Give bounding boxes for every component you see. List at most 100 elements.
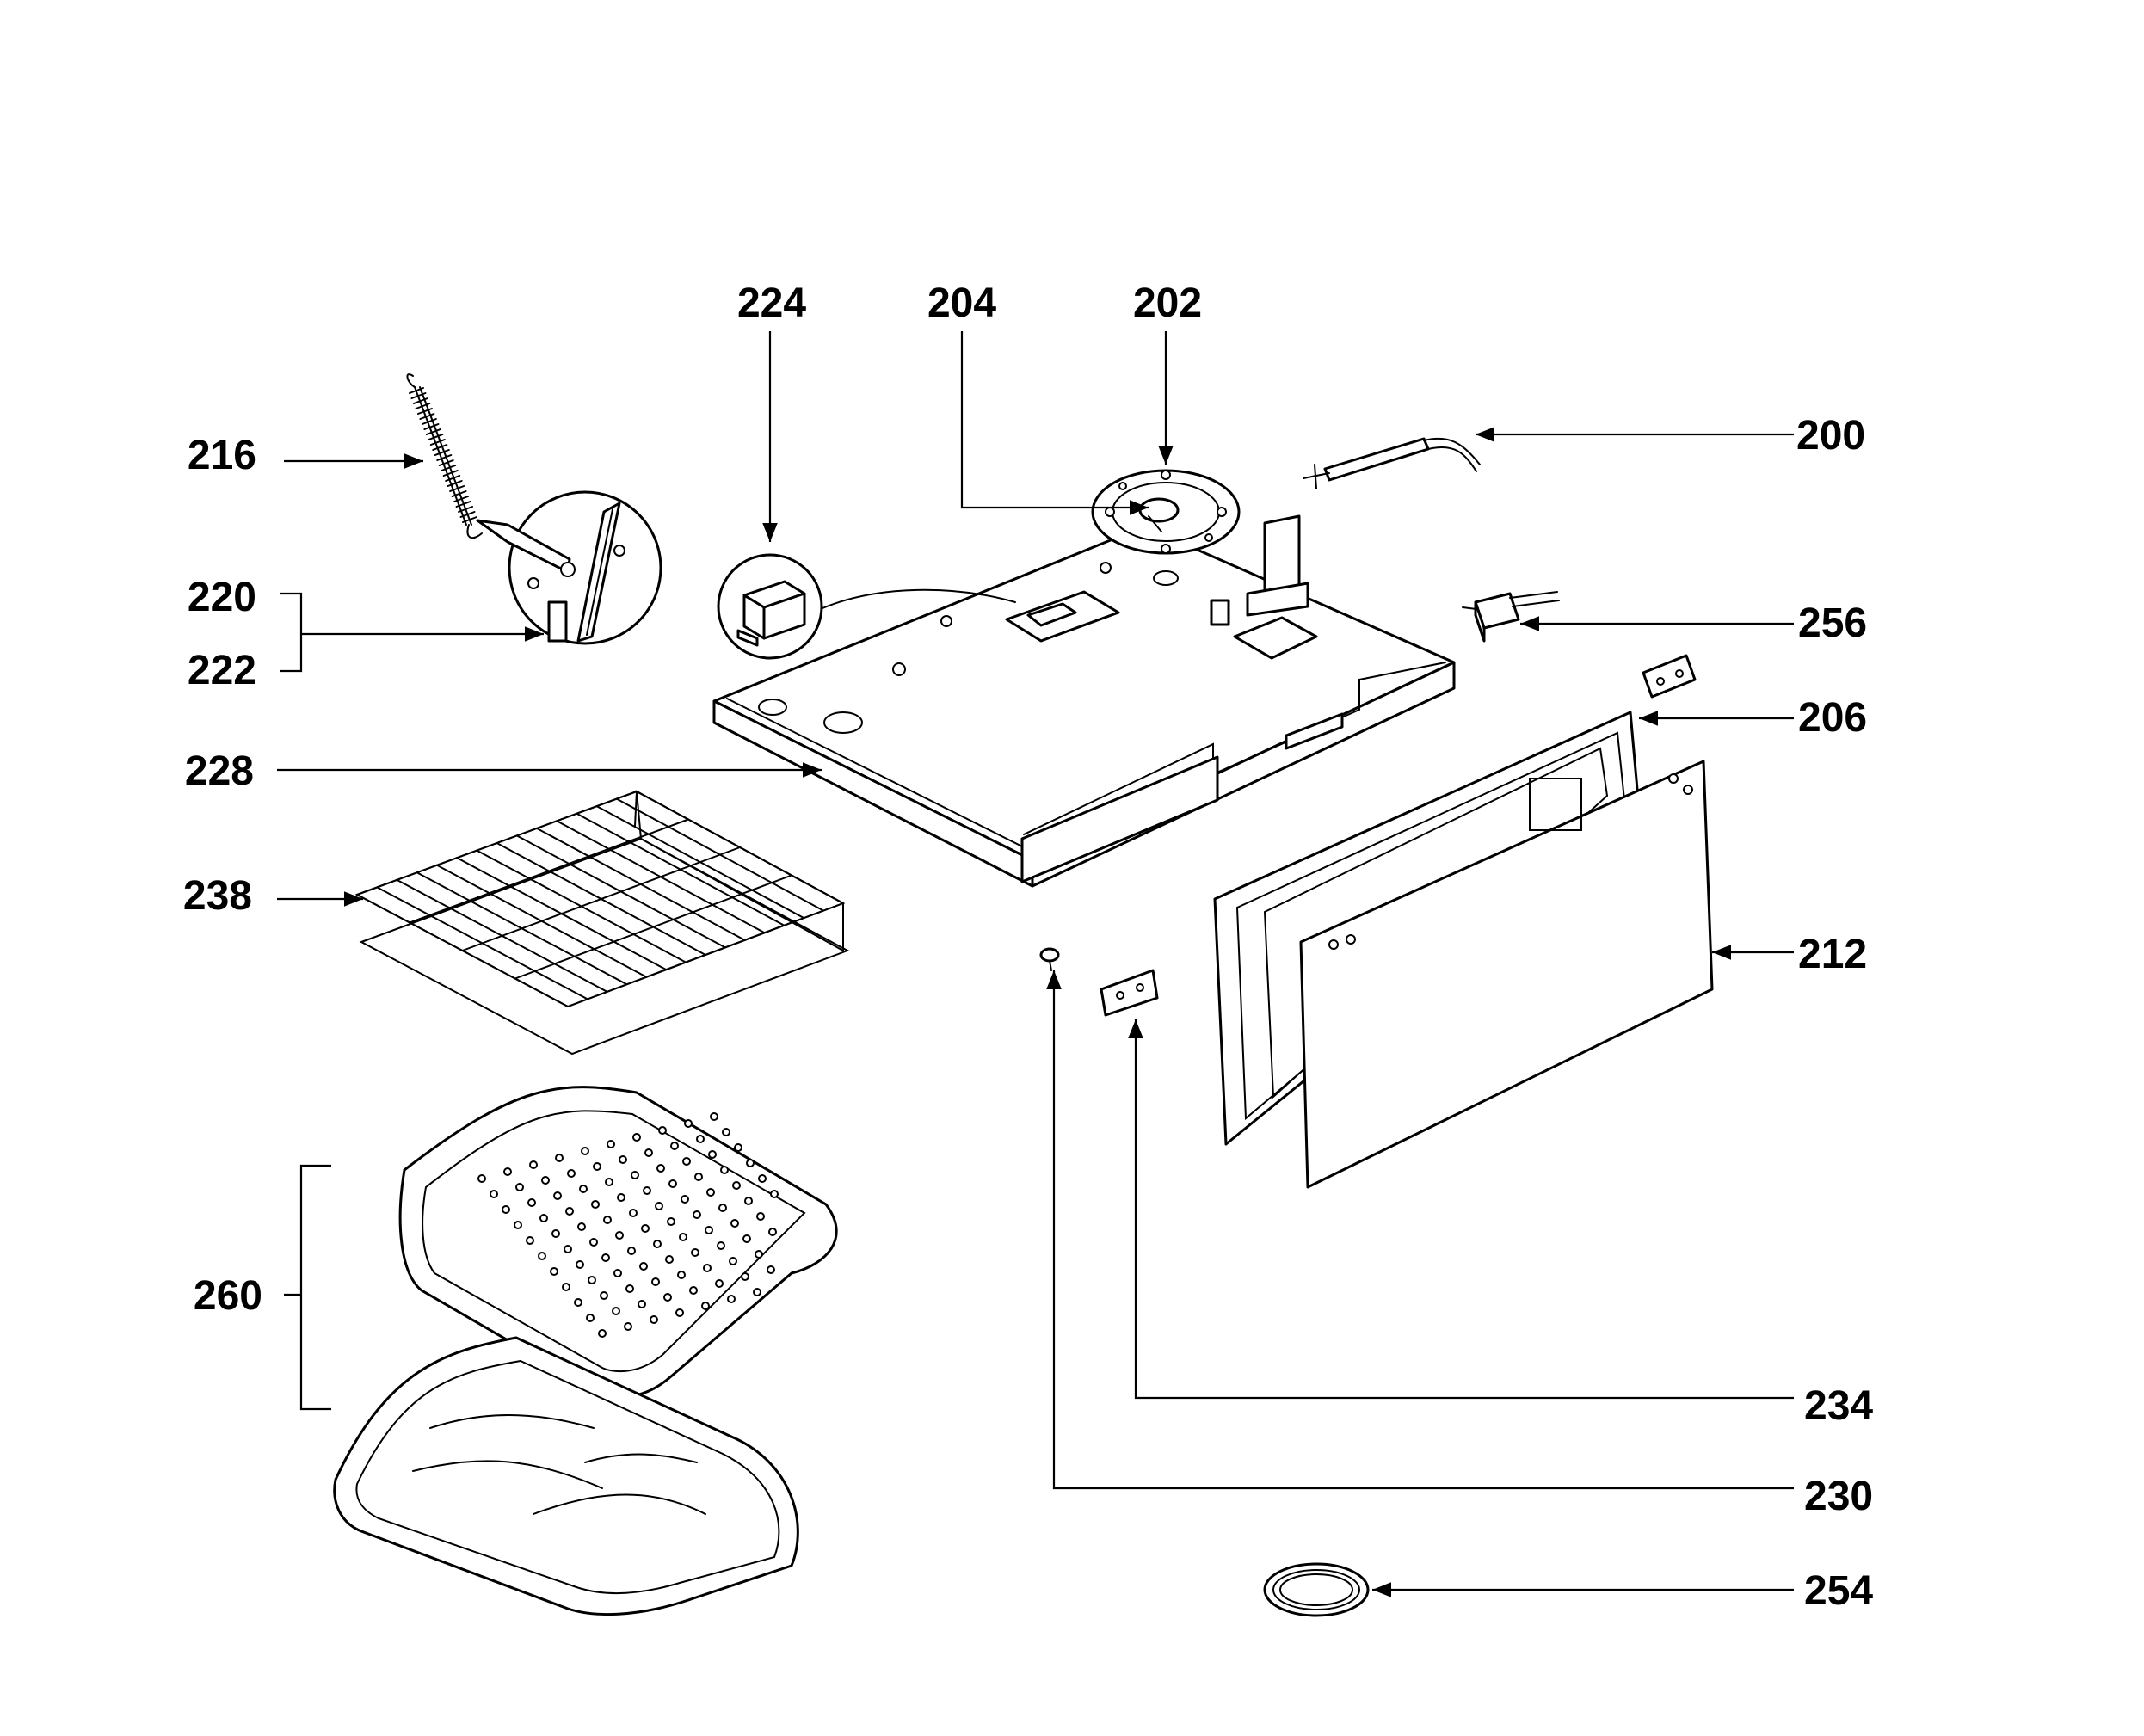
perforation-hole <box>755 1250 763 1259</box>
spring-coil <box>462 516 477 523</box>
perforation-hole <box>529 1160 538 1169</box>
spring-coil <box>442 470 459 477</box>
oven-base-tray-part <box>712 514 1456 888</box>
perforation-hole <box>601 1253 610 1262</box>
perforation-hole <box>655 1202 663 1210</box>
perforation-hole <box>656 1164 665 1173</box>
perforation-hole <box>720 1166 729 1174</box>
perforation-hole <box>629 1209 638 1217</box>
perforation-hole <box>689 1286 698 1295</box>
perforation-hole <box>665 1255 674 1264</box>
hinge-pad-upper-part <box>1642 654 1697 699</box>
perforation-hole <box>767 1265 775 1274</box>
perforation-hole <box>591 1200 600 1209</box>
spring-coil <box>434 449 450 456</box>
perforation-hole <box>658 1126 667 1135</box>
perforation-hole <box>701 1302 710 1310</box>
callout-230: 230 <box>1804 1474 1873 1519</box>
perforation-hole <box>627 1247 636 1255</box>
spring-coil <box>441 465 457 471</box>
grill-pan-part <box>333 1086 838 1616</box>
perforation-hole <box>715 1279 724 1288</box>
perforation-hole <box>641 1224 650 1233</box>
perforation-hole <box>675 1308 684 1317</box>
perforation-hole <box>581 1147 589 1155</box>
perforation-hole <box>631 1171 639 1179</box>
spring-coil <box>419 413 435 420</box>
perforation-hole <box>613 1269 622 1277</box>
perforation-hole <box>603 1216 612 1224</box>
leader-lines <box>277 331 1794 1597</box>
callout-254: 254 <box>1804 1568 1873 1614</box>
perforation-hole <box>551 1229 560 1238</box>
perforation-hole <box>694 1173 703 1181</box>
perforation-hole <box>638 1300 646 1308</box>
perforation-hole <box>605 1178 613 1186</box>
temperature-sensor-part <box>1303 437 1481 489</box>
door-switch-part <box>1462 591 1560 643</box>
perforation-hole <box>588 1276 596 1284</box>
perforation-hole <box>539 1214 548 1222</box>
perforation-hole <box>718 1204 727 1212</box>
perforation-hole <box>650 1315 658 1324</box>
perforation-hole <box>727 1295 736 1303</box>
perforation-hole <box>729 1257 737 1265</box>
spring-coil <box>425 428 441 435</box>
perforation-hole <box>564 1245 572 1253</box>
rack-crossbar <box>567 902 844 1007</box>
perforation-hole <box>744 1197 753 1205</box>
perforation-hole <box>502 1205 510 1214</box>
perforation-hole <box>586 1314 595 1322</box>
perforation-hole <box>708 1150 717 1159</box>
spring-coil <box>438 459 454 466</box>
callout-234: 234 <box>1804 1383 1873 1429</box>
door-hinge-detail-part <box>476 490 662 645</box>
perforation-hole <box>703 1264 712 1272</box>
perforation-hole <box>567 1169 576 1178</box>
perforation-hole <box>477 1174 486 1183</box>
callout-220: 220 <box>188 575 256 620</box>
perforation-hole <box>565 1207 574 1216</box>
perforation-hole <box>632 1133 641 1142</box>
rack-crossbar <box>409 818 689 924</box>
perforation-hole <box>593 1162 601 1171</box>
perforation-hole <box>526 1236 534 1245</box>
spring-coil <box>428 434 444 440</box>
perforation-hole <box>639 1262 648 1271</box>
callout-206: 206 <box>1798 695 1867 741</box>
perforation-hole <box>667 1217 675 1226</box>
callout-202: 202 <box>1133 280 1202 326</box>
perforation-hole <box>577 1222 586 1231</box>
spring-coil <box>447 480 463 487</box>
perforation-hole <box>746 1159 755 1167</box>
perforation-hole <box>734 1143 742 1152</box>
rack-crossbar <box>514 874 792 980</box>
spring-coil <box>436 454 453 461</box>
perforation-hole <box>717 1241 725 1250</box>
gasket-ring-part <box>1263 1562 1370 1617</box>
perforation-hole <box>538 1252 546 1260</box>
wire-rack-part <box>354 790 850 1056</box>
perforation-hole <box>562 1283 570 1291</box>
perforation-hole <box>617 1193 625 1202</box>
rack-crossbar <box>461 846 741 951</box>
perforation-hole <box>756 1212 765 1221</box>
spring-coil <box>423 423 440 430</box>
perforation-hole <box>607 1140 615 1148</box>
perforation-hole <box>527 1198 536 1207</box>
hinge-spring-part <box>406 373 483 539</box>
spring-coil <box>458 506 474 513</box>
perforation-hole <box>574 1298 582 1307</box>
perforation-hole <box>615 1231 624 1240</box>
perforation-hole <box>768 1228 777 1236</box>
spring-coil <box>429 439 446 446</box>
callout-222: 222 <box>188 648 256 693</box>
perforation-hole <box>553 1191 562 1200</box>
perforation-hole <box>753 1288 761 1296</box>
perforation-hole <box>679 1233 687 1241</box>
spring-coil <box>432 444 448 451</box>
perforation-hole <box>619 1155 627 1164</box>
hinge-pad-lower-part <box>1100 969 1159 1017</box>
callout-224: 224 <box>737 280 806 326</box>
